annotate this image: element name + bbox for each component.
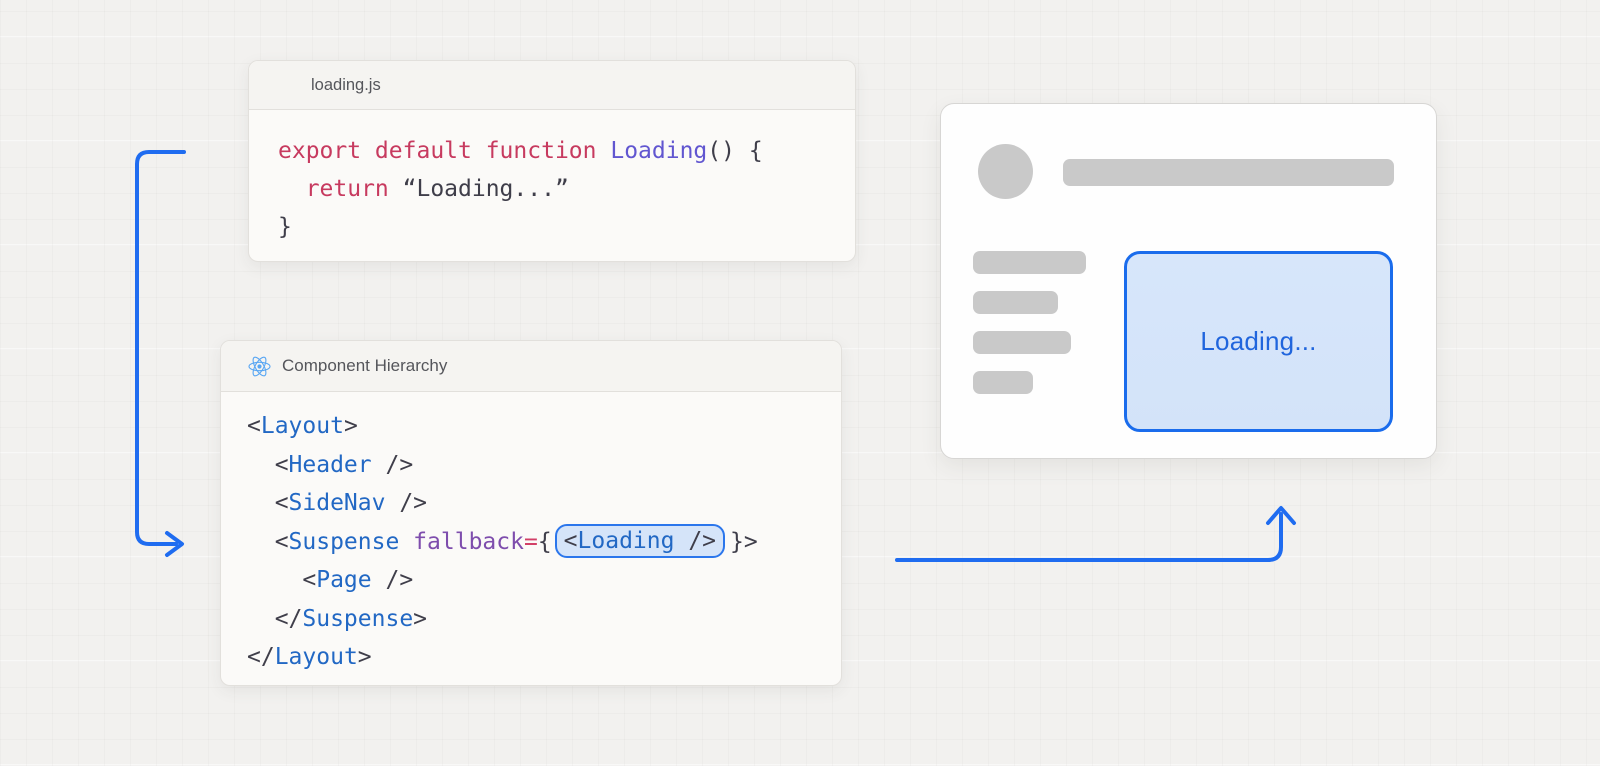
code-punctuation: /> xyxy=(385,490,428,516)
code-punctuation: < xyxy=(302,567,317,593)
component-hierarchy-card: Component Hierarchy <Layout> <Header /> … xyxy=(220,340,842,686)
code-punctuation: /> xyxy=(371,451,414,478)
code-keyword: export default function xyxy=(278,138,611,164)
code-punctuation: > xyxy=(343,413,358,439)
code-punctuation: { xyxy=(537,528,552,555)
arrow-hierarchy-to-preview xyxy=(895,512,1283,562)
avatar-placeholder xyxy=(978,144,1033,199)
sidenav-item-placeholder xyxy=(973,251,1086,274)
code-function-name: Loading xyxy=(610,138,708,164)
code-punctuation: < xyxy=(247,413,261,439)
code-line-layout-close: </Layout> xyxy=(247,638,841,677)
code-line-3: } xyxy=(278,208,855,246)
sidenav-item-placeholder xyxy=(973,291,1058,314)
code-operator: = xyxy=(523,528,538,555)
component-hierarchy-title: Component Hierarchy xyxy=(282,356,448,375)
code-punctuation: < xyxy=(274,490,289,516)
code-punctuation: < xyxy=(563,527,578,554)
loading-fallback-chip: <Loading /> xyxy=(554,523,726,558)
code-keyword: return xyxy=(305,176,403,202)
code-line-1: export default function Loading() { xyxy=(278,132,855,170)
code-punctuation: /> xyxy=(371,567,414,593)
loading-js-card: loading.js export default function Loadi… xyxy=(248,60,856,262)
code-punctuation: }> xyxy=(730,528,758,555)
code-line-suspense-open: <Suspense fallback={<Loading />}> xyxy=(247,523,841,562)
sidenav-item-placeholder xyxy=(973,371,1033,394)
loading-js-filename: loading.js xyxy=(311,75,381,94)
loading-fallback-box: Loading... xyxy=(1124,251,1393,432)
code-tag: Layout xyxy=(260,413,344,439)
code-tag: Page xyxy=(316,567,372,593)
loading-js-code: export default function Loading() { retu… xyxy=(249,110,855,246)
code-tag: SideNav xyxy=(288,490,386,516)
code-tag: Suspense xyxy=(302,605,414,632)
loading-js-card-header: loading.js xyxy=(249,61,855,110)
loading-fallback-label: Loading... xyxy=(1200,326,1317,356)
code-punctuation: < xyxy=(274,528,289,555)
code-line-suspense-close: </Suspense> xyxy=(247,600,841,639)
code-tag: Layout xyxy=(274,644,358,670)
code-punctuation: < xyxy=(274,451,289,478)
browser-preview-mockup: Loading... xyxy=(940,103,1437,459)
code-line-layout-open: <Layout> xyxy=(247,407,841,446)
component-hierarchy-code: <Layout> <Header /> <SideNav /> <Suspens… xyxy=(221,392,841,677)
code-punctuation: </ xyxy=(247,644,275,670)
code-tag: Suspense xyxy=(288,528,400,555)
code-punctuation: /> xyxy=(674,527,717,554)
header-bar-placeholder xyxy=(1063,159,1394,186)
arrow-hierarchy-to-preview-head xyxy=(1266,506,1296,525)
code-punctuation: } xyxy=(278,214,292,240)
component-hierarchy-header: Component Hierarchy xyxy=(221,341,841,392)
code-attribute: fallback xyxy=(399,528,524,555)
arrow-loading-to-hierarchy xyxy=(135,150,186,546)
arrow-loading-to-hierarchy-head xyxy=(165,531,184,557)
code-punctuation: </ xyxy=(274,605,303,632)
code-tag: Header xyxy=(288,451,372,478)
code-punctuation: () { xyxy=(707,138,763,164)
code-line-page: <Page /> xyxy=(247,561,841,600)
sidenav-item-placeholder xyxy=(973,331,1071,354)
code-tag: Loading xyxy=(577,527,675,554)
code-line-header: <Header /> xyxy=(247,446,841,485)
code-string: “Loading...” xyxy=(402,176,569,202)
code-punctuation: > xyxy=(413,605,428,632)
code-line-sidenav: <SideNav /> xyxy=(247,484,841,523)
code-punctuation: > xyxy=(357,644,372,670)
react-logo-icon xyxy=(248,355,271,378)
code-line-2: return “Loading...” xyxy=(278,170,855,208)
